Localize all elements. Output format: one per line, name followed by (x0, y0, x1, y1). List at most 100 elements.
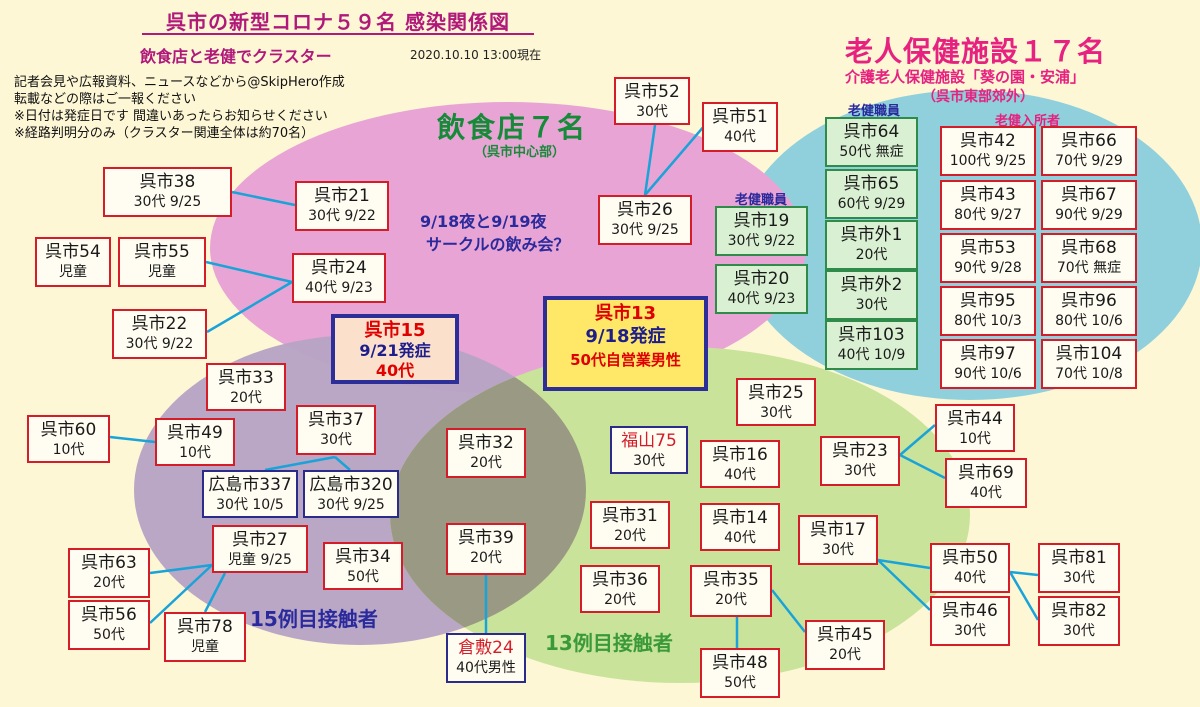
link-50-81 (1009, 570, 1039, 577)
link-56-27 (149, 564, 213, 624)
case-name: 呉市66 (1061, 131, 1117, 151)
as-of-date: 2020.10.10 13:00現在 (410, 48, 542, 62)
case-detail: 30代 (822, 542, 854, 558)
contact15-label: 15例目接触者 (250, 607, 378, 631)
case-name: 呉市36 (592, 570, 648, 590)
case-kure15-index: 呉市15 9/21発症 40代 (331, 314, 459, 384)
link-63-27 (149, 563, 213, 575)
nursing-facility-name: 介護老人保健施設「葵の園・安浦」 (845, 68, 1086, 86)
case-name: 呉市34 (335, 547, 391, 567)
case-name: 呉市64 (843, 122, 900, 142)
case-detail: 30代 9/22 (308, 208, 376, 224)
case-detail: 児童 (59, 264, 87, 280)
restaurant-cluster-location: （呉市中心部） (474, 145, 566, 160)
case-name: 呉市49 (167, 423, 223, 443)
case-detail: 90代 9/28 (954, 260, 1022, 276)
case-detail: 80代 10/3 (954, 313, 1022, 329)
case-name: 呉市52 (624, 82, 680, 102)
case-detail: 30代 (954, 623, 986, 639)
case-kure44: 呉市44 10代 (935, 404, 1015, 452)
case-detail: 70代 9/29 (1055, 153, 1123, 169)
case-name: 呉市31 (602, 506, 658, 526)
case-name: 呉市19 (733, 211, 790, 231)
case-name: 呉市82 (1051, 601, 1107, 621)
case-detail: 20代 (470, 455, 502, 471)
case-detail: 80代 10/6 (1055, 313, 1123, 329)
link-50-82 (1008, 571, 1040, 621)
title-underline (142, 33, 534, 35)
case-name: 倉敷24 (458, 638, 514, 658)
case-detail: 40代 (954, 570, 986, 586)
case-name: 呉市13 (594, 303, 657, 324)
case-name: 呉市46 (942, 601, 998, 621)
link-78-27 (203, 572, 227, 613)
case-detail: 40代男性 (456, 660, 516, 676)
case-kure34: 呉市34 50代 (323, 542, 403, 590)
case-detail: 30代 (1063, 570, 1095, 586)
case-detail: 30代 (760, 405, 792, 421)
case-name: 呉市43 (960, 185, 1016, 205)
case-name: 呉市44 (947, 409, 1003, 429)
link-52-26 (643, 124, 657, 196)
case-name: 呉市24 (311, 258, 367, 278)
case-name: 呉市26 (617, 200, 673, 220)
case-detail: 40代 10/9 (837, 347, 906, 363)
case-detail: 30代 9/22 (125, 336, 194, 352)
link-35-45 (771, 589, 806, 633)
restaurant-event-desc: サークルの飲み会？ (426, 235, 570, 254)
case-name: 呉市55 (134, 242, 190, 262)
case-detail: 20代 (829, 647, 861, 663)
case-name: 呉市25 (748, 383, 804, 403)
case-name: 呉市39 (458, 528, 514, 548)
note-line-2: 転載などの際はご一報ください (14, 92, 197, 107)
case-name: 呉市97 (960, 344, 1016, 364)
case-kure46: 呉市46 30代 (930, 596, 1010, 646)
case-detail: 100代 9/25 (949, 153, 1027, 169)
case-name: 呉市16 (712, 445, 768, 465)
case-name: 呉市103 (838, 325, 905, 345)
case-kure14: 呉市14 40代 (700, 503, 780, 551)
case-name: 呉市38 (139, 172, 196, 192)
link-37-320 (334, 456, 351, 471)
case-detail: 20代 (230, 390, 262, 406)
link-23-69 (899, 453, 946, 480)
case-detail: 10代 (959, 431, 991, 447)
case-name: 呉市104 (1055, 344, 1123, 364)
case-detail: 50代自営業男性 (570, 351, 681, 369)
note-line-1: 記者会見や広報資料、ニュースなどから@SkipHero作成 (14, 75, 345, 90)
restaurant-event-date: 9/18夜と9/19夜 (420, 212, 547, 231)
case-name: 呉市14 (712, 508, 768, 528)
case-detail: 30代 (855, 297, 888, 313)
case-detail: 40代 (724, 530, 756, 546)
nursing-resident-label: 老健入所者 (995, 114, 1061, 129)
case-detail: 30代 (1063, 623, 1095, 639)
case-name: 呉市21 (314, 186, 370, 206)
case-name: 呉市54 (45, 242, 101, 262)
case-name: 呉市96 (1061, 291, 1117, 311)
case-detail: 50代 (347, 569, 379, 585)
case-detail: 10代 (52, 442, 85, 458)
link-55-24 (205, 260, 293, 284)
case-detail: 50代 (724, 675, 756, 691)
case-detail: 40代 (970, 485, 1002, 501)
link-37-337 (264, 455, 336, 472)
case-name: 呉市32 (458, 433, 514, 453)
